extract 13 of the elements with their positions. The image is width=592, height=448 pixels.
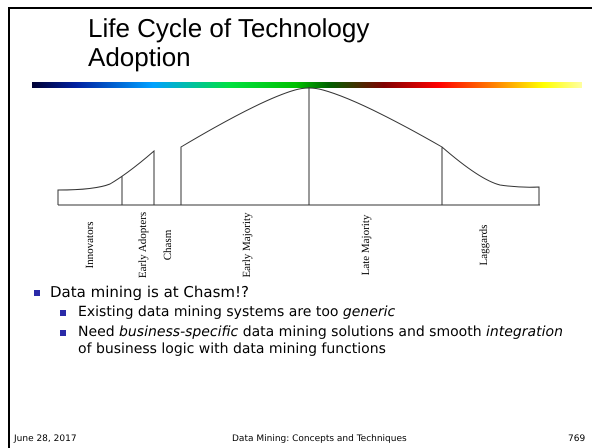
bullet-text: Existing data mining systems are too generic xyxy=(78,304,396,320)
stage-label: Innovators xyxy=(84,221,96,269)
footer-date: June 28, 2017 xyxy=(14,434,77,445)
slide-title: Life Cycle of Technology Adoption xyxy=(88,14,370,72)
page-number: 769 xyxy=(568,434,586,445)
footer-title: Data Mining: Concepts and Techniques xyxy=(232,434,407,445)
stage-label: Chasm xyxy=(162,230,174,260)
stage-label: Early Majority xyxy=(241,212,253,278)
stage-label: Late Majority xyxy=(360,214,372,276)
bullet-text: Data mining is at Chasm!? xyxy=(50,283,249,301)
bullet-text: Need business-specific data mining solutions and smooth integration of business logic with data mining functions xyxy=(78,324,563,357)
stage-label: Laggards xyxy=(478,224,490,266)
stage-label: Early Adopters xyxy=(137,212,149,278)
